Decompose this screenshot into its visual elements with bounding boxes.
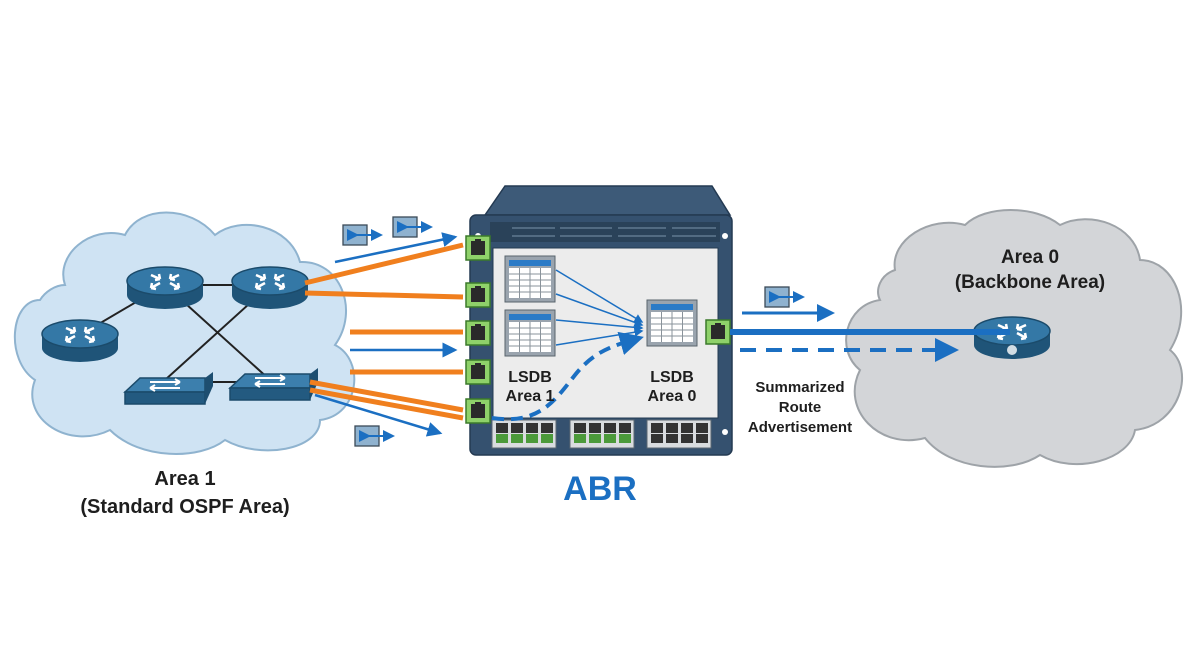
area0-title: Area 0	[1001, 247, 1059, 268]
lsa-flow-arrows	[314, 232, 458, 437]
lsa-packet-icon	[765, 287, 803, 307]
summary-label: Advertisement	[748, 419, 852, 436]
lsdb-area0-label: LSDB	[650, 369, 694, 386]
backbone-router-icon	[972, 315, 1052, 361]
area1-to-abr-links	[304, 242, 464, 421]
lsa-packet-icon	[343, 225, 381, 245]
summary-label: Summarized	[755, 379, 844, 396]
router-icon	[40, 318, 120, 364]
summary-label: Route	[779, 399, 822, 416]
ethernet-port-icon	[465, 398, 491, 424]
lsa-packet-icon	[355, 426, 393, 446]
backbone-flows	[730, 304, 1010, 362]
summary-flow-arrow	[491, 331, 644, 422]
router-icon	[125, 265, 205, 311]
abr-label: ABR	[563, 470, 637, 508]
lsdb-area0-label: Area 0	[648, 388, 697, 405]
area1-title: Area 1	[154, 468, 215, 490]
ethernet-port-icon	[465, 320, 491, 346]
lsdb-area1-table-icon	[504, 309, 556, 357]
lsdb-area1-label: LSDB	[508, 369, 552, 386]
lsdb-area1-table-icon	[504, 255, 556, 303]
ethernet-port-icon	[705, 319, 731, 345]
ethernet-port-icon	[465, 282, 491, 308]
area1-subtitle: (Standard OSPF Area)	[80, 496, 289, 518]
ethernet-port-icon	[465, 235, 491, 261]
area0-subtitle: (Backbone Area)	[955, 272, 1105, 293]
ethernet-port-icon	[465, 359, 491, 385]
lsdb-area1-label: Area 1	[506, 388, 555, 405]
lsa-packet-icon	[393, 217, 431, 237]
lsdb-area0-table-icon	[646, 299, 698, 347]
router-icon	[230, 265, 310, 311]
